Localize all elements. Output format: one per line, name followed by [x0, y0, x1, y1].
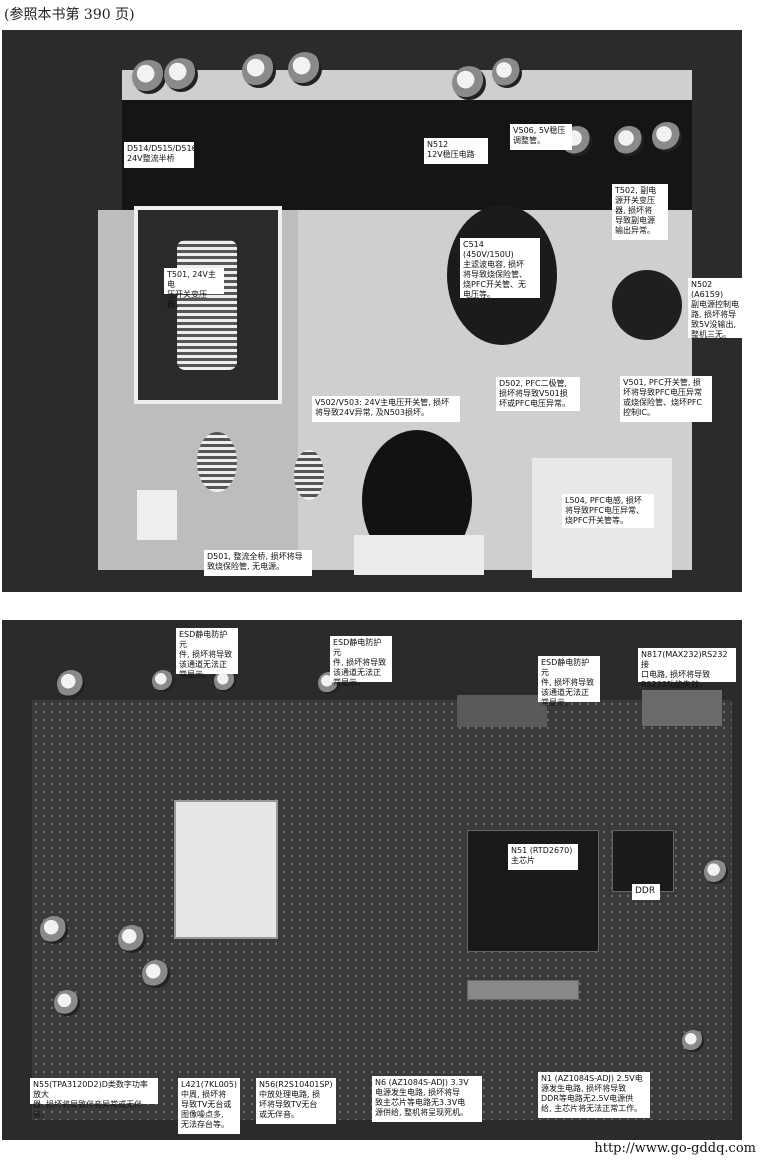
- label-n6-3v3-power: N6 (AZ1084S-ADJ) 3.3V 电源发生电路, 损坏将导 致主芯片等…: [372, 1076, 482, 1122]
- label-l421-coil: L421(7KL005) 中周, 损坏将 导致TV无台或 图像噪点多, 无法存台…: [178, 1078, 240, 1134]
- label-n56-if-processor: N56(R2S10401SP) 中放处理电路, 损 坏将导致TV无台 或无伴音。: [256, 1078, 336, 1124]
- label-d514-rectifier: D514/D515/D516 24V整流半桥: [124, 142, 197, 168]
- label-n51-main-chip: N51 (RTD2670) 主芯片: [508, 844, 578, 870]
- label-v501-pfc-switch: V501, PFC开关管, 损 坏将导致PFC电压异常 或烧保险管、烧坏PFC …: [620, 376, 712, 422]
- label-t502-transformer: T502, 副电 源开关变压 器, 损坏将 导致副电源 输出异常。: [612, 184, 668, 240]
- page-header: (参照本书第 390 页): [4, 7, 135, 23]
- power-board-photo: [2, 30, 742, 592]
- label-v502-switch: V502/V503: 24V主电压开关管, 损坏 将导致24V异常, 及N503…: [312, 396, 460, 422]
- label-esd-3: ESD静电防护元 件, 损坏将导致 该通道无法正 常显示。: [538, 656, 600, 707]
- label-v506-5v-regulator: V506, 5V稳压 调整管。: [510, 124, 572, 150]
- label-n817-rs232: N817(MAX232)RS232接 口电路, 损坏将导致 RS232功能失效。: [638, 648, 736, 689]
- label-l504-pfc-inductor: L504, PFC电感, 损坏 将导致PFC电压异常、 烧PFC开关管等。: [562, 494, 654, 528]
- label-d501-bridge: D501, 整流全桥, 损坏将导 致烧保险管, 无电源。: [204, 550, 312, 576]
- main-board-photo: [2, 620, 742, 1140]
- label-t501-transformer: T501, 24V主电 压开关变压器。: [164, 268, 224, 309]
- label-esd-1: ESD静电防护元 件, 损坏将导致 该通道无法正 常显示。: [176, 628, 238, 679]
- label-n512-12v-regulator: N512 12V稳压电路: [424, 138, 488, 164]
- label-d502-pfc-diode: D502, PFC二极管, 损坏将导致V501损 坏或PFC电压异常。: [496, 377, 580, 411]
- label-ddr: DDR: [632, 884, 660, 900]
- label-c514-capacitor: C514 (450V/150U) 主滤波电容, 损坏 将导致烧保险管、 烧PFC…: [460, 238, 540, 299]
- label-n55-amplifier: N55(TPA3120D2)D类数字功率放大 器, 损坏将导致伴音异常或无伴音。: [30, 1078, 158, 1119]
- label-n1-2v5-power: N1 (AZ1084S-ADJ) 2.5V电 源发生电路, 损坏将导致 DDR等…: [538, 1072, 650, 1118]
- footer-url[interactable]: http://www.go-gddq.com: [594, 1141, 756, 1156]
- label-n502-controller: N502 (A6159) 副电源控制电 路, 损坏将导 致5V没输出, 整机三无…: [688, 278, 742, 339]
- label-esd-2: ESD静电防护元 件, 损坏将导致 该通道无法正 常显示。: [330, 636, 392, 687]
